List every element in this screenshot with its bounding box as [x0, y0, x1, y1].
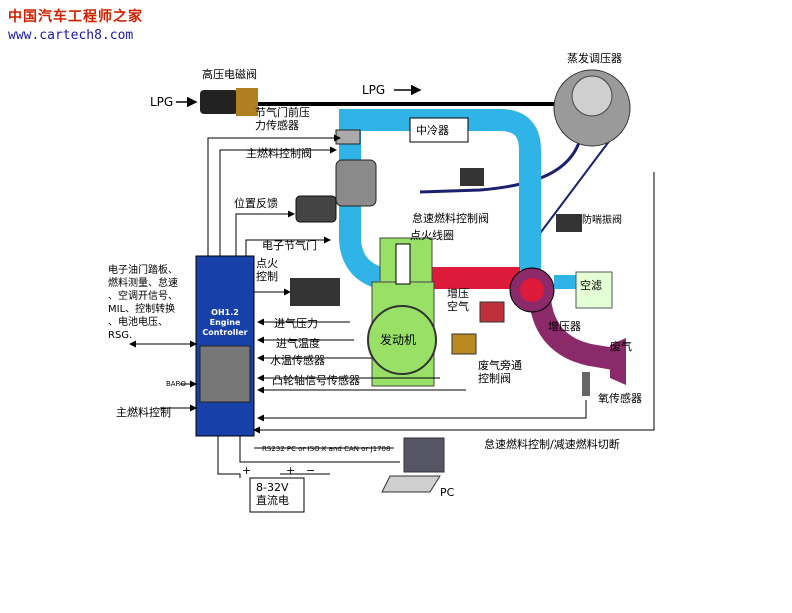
main-fuel-valve-body [335, 159, 377, 207]
ignition-module [290, 278, 340, 306]
label-ignition-control: 点火 控制 [256, 257, 278, 283]
throttle-motor [295, 195, 337, 223]
label-intercooler: 中冷器 [416, 124, 449, 137]
label-plus-left: + [242, 464, 252, 477]
label-minus: − [306, 464, 316, 477]
label-electronic-throttle: 电子节气门 [262, 239, 317, 252]
label-lpg-in: LPG [150, 95, 174, 109]
label-baro: BARO [166, 380, 186, 388]
label-air-filter: 空滤 [580, 279, 602, 292]
label-engine: 发动机 [380, 333, 417, 347]
intake-pipe [339, 130, 384, 289]
ignition-coil-body [395, 243, 411, 285]
air-filter-box [575, 271, 613, 309]
label-input-signals: 电子油门踏板、 燃料测量、怠速 、空调开信号、 MIL、控制转换 、电池电压、 … [108, 265, 178, 341]
label-main-fuel-control: 主燃料控制 [116, 406, 171, 419]
label-ignition-coil: 点火线圈 [410, 229, 454, 242]
regulator-top [571, 75, 613, 117]
ecu-connector [199, 345, 251, 403]
label-regulator: 蒸发调压器 [567, 52, 622, 65]
label-exhaust: 废气 [610, 340, 632, 353]
intercooler-box [409, 117, 469, 143]
battery-box [249, 477, 305, 513]
wastegate-body [451, 333, 477, 355]
ecu-title: OH1.2 Engine Controller [202, 308, 248, 337]
label-high-pressure-solenoid: 高压电磁阀 [202, 68, 257, 81]
label-lpg-line: LPG [362, 83, 386, 97]
solenoid-body [200, 90, 238, 114]
label-pc: PC [440, 486, 455, 499]
pc-base [381, 475, 441, 493]
solenoid-cap [236, 88, 258, 116]
engine-crank [367, 305, 437, 375]
label-idle-cutoff: 怠速燃料控制/减速燃料切断 [484, 438, 620, 451]
label-intake-pressure: 进气压力 [274, 317, 318, 330]
signal-wires [129, 134, 655, 478]
site-brand: 中国汽车工程师之家 [8, 9, 143, 25]
label-main-fuel-valve: 主燃料控制阀 [246, 147, 312, 160]
label-turbo: 增压器 [548, 320, 581, 333]
label-anti-surge: 防喘振阀 [582, 215, 622, 226]
label-intake-temp: 进气温度 [276, 337, 320, 350]
label-throttle-pre-pressure: 节气门前压 力传感器 [255, 106, 310, 132]
label-plus-right: + [286, 464, 296, 477]
label-coolant-sensor: 水温传感器 [270, 354, 325, 367]
exhaust-outlet [610, 338, 626, 385]
label-dc-supply: 8-32V 直流电 [256, 481, 289, 507]
label-comm-protocol: RS232 PC or ISO K and CAN or J1708 [262, 445, 391, 453]
o2-sensor-body [582, 372, 590, 396]
idle-valve [460, 168, 484, 186]
pressure-sensor [335, 129, 361, 145]
anti-surge-body [556, 214, 582, 232]
label-wastegate: 废气旁通 控制阀 [478, 359, 522, 385]
wastegate-red [479, 301, 505, 323]
label-idle-fuel-valve: 怠速燃料控制阀 [412, 212, 489, 225]
label-camshaft-sensor: 凸轮轴信号传感器 [272, 374, 360, 387]
turbo-inlet [520, 278, 544, 302]
label-o2-sensor: 氧传感器 [598, 392, 642, 405]
regulator-output-line [419, 139, 582, 194]
label-boost-air: 增压 空气 [447, 287, 469, 313]
site-url[interactable]: www.cartech8.com [8, 28, 134, 43]
label-position-feedback: 位置反馈 [234, 197, 278, 210]
pc-screen [403, 437, 445, 473]
intercooler-pipe [339, 109, 541, 270]
